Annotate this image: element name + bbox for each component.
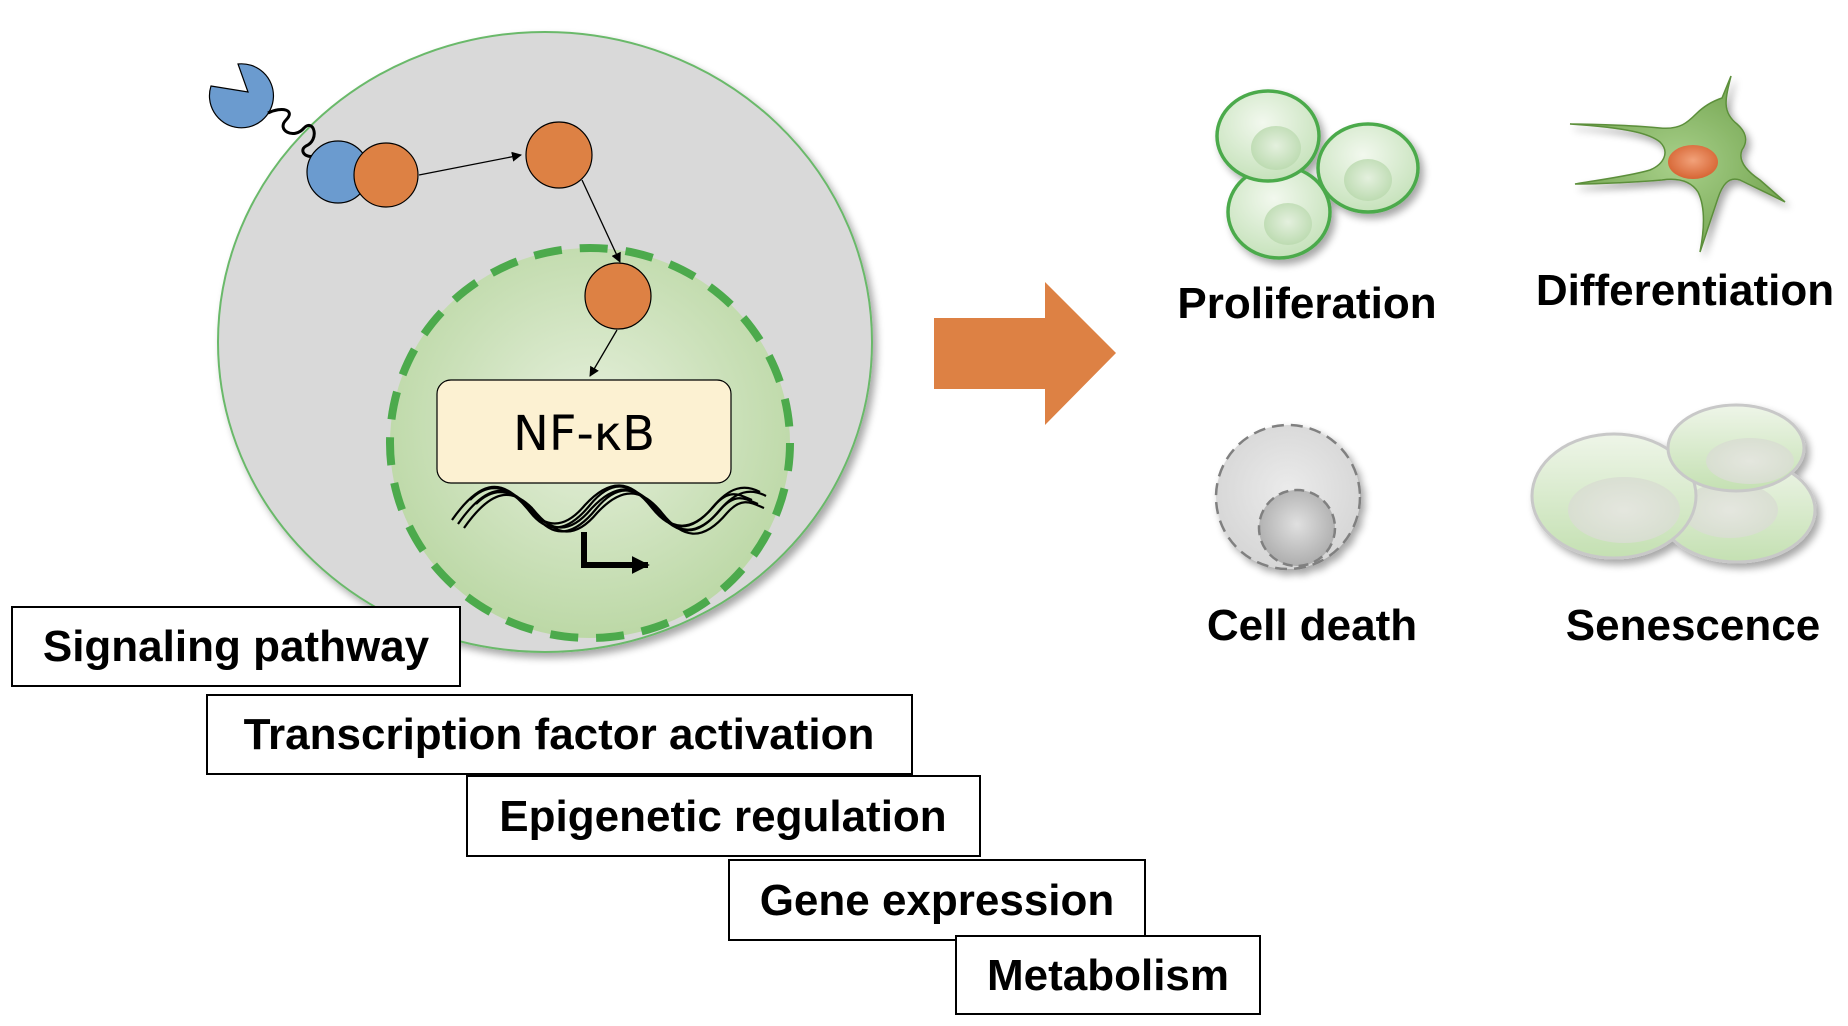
outcome-arrow-icon — [934, 282, 1116, 425]
outcome-cell-death: Cell death — [1207, 423, 1417, 650]
dna-helix-icon — [451, 484, 767, 535]
outcome-proliferation: Proliferation — [1177, 89, 1437, 328]
step-transcription-factor-activation: Transcription factor activation — [206, 694, 913, 775]
outcome-senescence: Senescence — [1530, 403, 1820, 650]
step-signaling-pathway: Signaling pathway — [11, 606, 461, 687]
differentiated-cell-icon — [1569, 75, 1786, 253]
receptor-orange — [353, 142, 419, 208]
outcome-label: Differentiation — [1536, 266, 1834, 315]
outcome-label: Cell death — [1207, 601, 1417, 650]
signal-arrow-2 — [581, 179, 621, 263]
cell: NF-κB — [208, 31, 873, 653]
step-label: Epigenetic regulation — [499, 792, 946, 841]
step-label: Transcription factor activation — [244, 710, 875, 759]
step-metabolism: Metabolism — [955, 935, 1261, 1015]
outcome-differentiation: Differentiation — [1536, 75, 1834, 315]
transcription-factor-label: NF-κB — [513, 406, 655, 462]
receptor-tether — [267, 108, 324, 158]
dying-cell-icon — [1214, 423, 1362, 571]
process-steps: Signaling pathway Transcription factor a… — [11, 606, 1261, 1015]
step-epigenetic-regulation: Epigenetic regulation — [466, 775, 981, 857]
step-label: Gene expression — [760, 876, 1115, 925]
step-label: Signaling pathway — [43, 622, 430, 671]
proliferating-cells-icon — [1215, 89, 1420, 260]
ligand-icon — [208, 63, 274, 129]
outcome-label: Senescence — [1566, 601, 1820, 650]
senescent-cells-icon — [1530, 403, 1817, 564]
signaling-molecule — [525, 121, 593, 189]
outcome-label: Proliferation — [1177, 279, 1436, 328]
step-label: Metabolism — [987, 951, 1229, 1000]
transcription-factor-box — [436, 379, 732, 484]
transcription-start-arrow-icon — [581, 532, 650, 574]
step-gene-expression: Gene expression — [728, 859, 1146, 941]
signal-arrow-3 — [589, 329, 618, 377]
signal-arrow-1 — [418, 151, 522, 176]
nuclear-molecule — [584, 262, 652, 330]
